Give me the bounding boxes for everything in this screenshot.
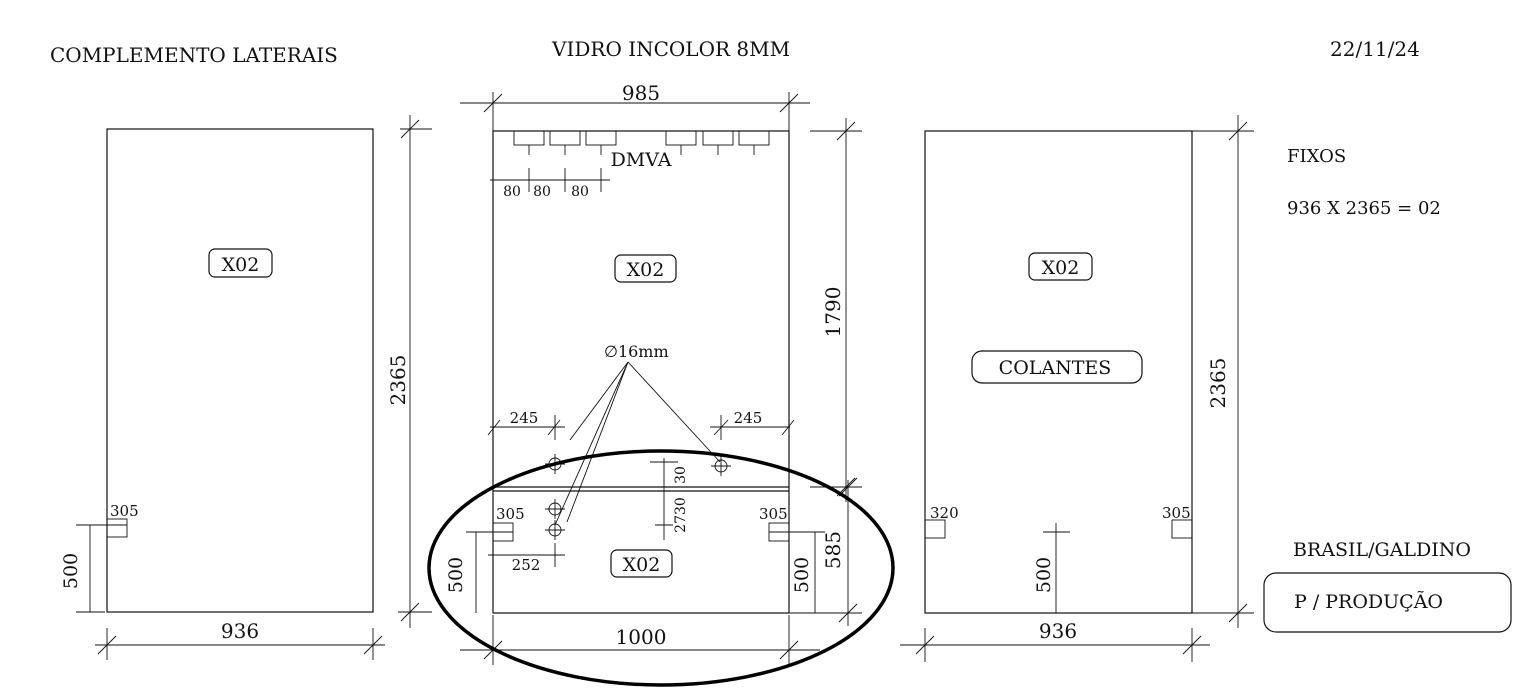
right-panel: X02 COLANTES 320 305 500 936 2365	[900, 115, 1254, 662]
drill-holes	[545, 454, 731, 540]
hardware-label: DMVA	[611, 149, 672, 171]
dim-2730: 2730	[673, 497, 689, 533]
status-label: P / PRODUÇÃO	[1294, 591, 1443, 613]
center-left-cutout-dim: 305	[496, 505, 525, 523]
center-right-cutout-dim: 305	[759, 505, 788, 523]
client-name: BRASIL/GALDINO	[1293, 539, 1471, 561]
center-lower-height-dim: 585	[821, 531, 845, 569]
dim-252: 252	[512, 556, 541, 574]
hole-diameter-label: ∅16mm	[604, 342, 669, 361]
right-bottom-dim: 500	[1033, 557, 1055, 593]
left-height-dim: 2365	[386, 355, 410, 406]
center-upper-height-dim: 1790	[821, 287, 845, 338]
center-lower-label-box	[610, 549, 673, 578]
left-offset-dim: 245	[510, 409, 539, 427]
fixed-qty: 936 X 2365 = 02	[1287, 198, 1441, 219]
center-upper-label-box	[614, 254, 677, 283]
hardware-notches	[513, 130, 770, 155]
highlight-ellipse	[427, 449, 895, 687]
left-bottom-dim: 500	[60, 553, 82, 589]
spacing-dim-2: 80	[533, 184, 551, 200]
colantes-tag: COLANTES	[999, 357, 1112, 379]
center-left-bottom-dim: 500	[445, 557, 467, 593]
left-width-dim: 936	[221, 619, 259, 643]
right-panel-label: X02	[1042, 257, 1080, 279]
right-right-cutout-dim: 305	[1162, 504, 1191, 522]
spacing-dim-3: 80	[571, 184, 589, 200]
center-panel: 985 DMVA 80 80 80 X02	[427, 81, 895, 687]
spacing-dim-1: 80	[503, 184, 521, 200]
right-right-cutout	[1171, 519, 1193, 539]
left-panel: X02 305 500 936 2365	[60, 115, 432, 660]
right-height-dim: 2365	[1206, 358, 1230, 409]
left-label-box	[208, 248, 273, 278]
left-cutout-dim: 305	[110, 502, 139, 520]
dim-30: 30	[673, 466, 689, 484]
fixed-title: FIXOS	[1287, 146, 1346, 167]
center-lower-label: X02	[623, 554, 661, 576]
right-left-cutout-dim: 320	[930, 504, 959, 522]
center-panel-outline	[492, 130, 790, 614]
center-right-bottom-dim: 500	[791, 557, 813, 593]
left-panel-outline	[106, 128, 374, 613]
status-box	[1263, 572, 1512, 633]
drawing-title: COMPLEMENTO LATERAIS	[50, 43, 338, 67]
colantes-tag-box	[971, 350, 1143, 384]
left-cutout	[106, 518, 128, 538]
left-panel-label: X02	[222, 254, 260, 276]
date-label: 22/11/24	[1330, 37, 1420, 61]
center-top-width-dim: 985	[622, 81, 660, 105]
center-bottom-width-dim: 1000	[616, 625, 667, 649]
right-panel-outline	[924, 130, 1193, 614]
center-upper-label: X02	[627, 259, 665, 281]
right-left-cutout	[924, 519, 946, 539]
right-width-dim: 936	[1039, 619, 1077, 643]
right-label-box	[1028, 252, 1093, 281]
right-offset-dim: 245	[734, 409, 763, 427]
material-label: VIDRO INCOLOR 8MM	[551, 37, 790, 61]
